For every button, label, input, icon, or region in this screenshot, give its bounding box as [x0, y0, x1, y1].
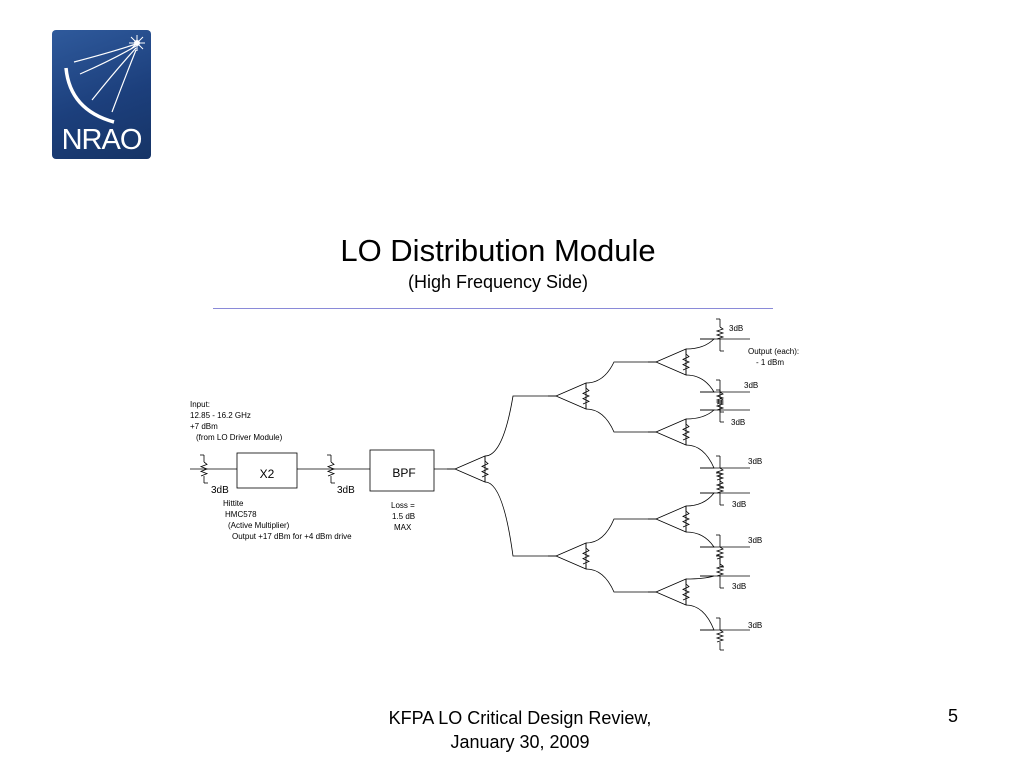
diagram-wiring [190, 318, 750, 651]
attenuator-label: 3dB [748, 621, 762, 630]
divider-output-lower [484, 481, 556, 557]
divider-isolation-resistor [481, 460, 489, 478]
multiplier-output: Output +17 dBm for +4 dBm drive [232, 532, 352, 541]
attenuator-label: 3dB [732, 500, 746, 509]
attenuator-label: 3dB [337, 485, 355, 496]
attenuator-label: 3dB [732, 582, 746, 591]
divider-isolation-resistor [682, 353, 690, 371]
logo-wordmark: NRAO [61, 124, 143, 156]
telescope-emblem-icon [64, 35, 145, 124]
divider-body [554, 382, 587, 410]
divider-output-lower [685, 604, 715, 631]
divider-output-upper [685, 492, 715, 507]
output-attenuator [715, 326, 725, 340]
title-divider [213, 308, 773, 309]
output-attenuator [715, 397, 725, 411]
output-attenuator [715, 546, 725, 560]
attenuator-label: 3dB [731, 418, 745, 427]
filter-label: BPF [392, 466, 415, 480]
divider-output-lower [585, 568, 656, 593]
divider-isolation-resistor [582, 387, 590, 405]
attenuator-resistor [326, 461, 336, 477]
divider-body [453, 455, 486, 483]
divider-output-upper [685, 338, 715, 350]
bandpass-filter-block [369, 449, 435, 492]
divider-output-upper [685, 575, 715, 580]
divider-output-upper [585, 518, 656, 544]
divider-body [654, 505, 687, 533]
divider-output-upper [685, 409, 716, 420]
footer-date: January 30, 2009 [450, 732, 590, 752]
divider-output-lower [685, 531, 715, 548]
divider-body [654, 348, 687, 376]
divider-isolation-resistor [682, 510, 690, 528]
divider-output-upper [585, 361, 656, 384]
divider-output-lower [585, 408, 656, 433]
divider-output-lower [685, 374, 715, 393]
attenuator-label: 3dB [748, 457, 762, 466]
input-source: (from LO Driver Module) [196, 433, 283, 442]
divider-body [554, 542, 587, 570]
multiplier-x2-block [236, 452, 298, 489]
footer-text: KFPA LO Critical Design Review, January … [300, 706, 740, 754]
attenuator-label: 3dB [729, 324, 743, 333]
attenuator-resistor [199, 461, 209, 477]
input-frequency: 12.85 - 16.2 GHz [190, 411, 251, 420]
page-number: 5 [948, 706, 959, 726]
filter-loss-label: Loss = [391, 501, 415, 510]
divider-output-lower [685, 444, 715, 469]
multiplier-vendor: Hittite [223, 499, 244, 508]
input-label: Input: [190, 400, 210, 409]
output-label: Output (each): [748, 347, 799, 356]
attenuator-label: 3dB [748, 536, 762, 545]
output-attenuator [715, 467, 725, 481]
multiplier-part: HMC578 [225, 510, 257, 519]
multiplier-type: (Active Multiplier) [228, 521, 290, 530]
divider-body [654, 418, 687, 446]
filter-loss-max: MAX [394, 523, 412, 532]
output-power: - 1 dBm [756, 358, 784, 367]
input-power: +7 dBm [190, 422, 218, 431]
filter-loss-value: 1.5 dB [392, 512, 415, 521]
multiplier-label: X2 [260, 467, 275, 481]
slide-title: LO Distribution Module [340, 233, 656, 268]
output-attenuator [715, 391, 725, 405]
output-attenuator [715, 563, 725, 577]
divider-isolation-resistor [582, 547, 590, 565]
divider-body [654, 578, 687, 606]
divider-isolation-resistor [682, 423, 690, 441]
divider-isolation-resistor [682, 583, 690, 601]
divider-output-upper [484, 395, 556, 457]
attenuator-label: 3dB [211, 485, 229, 496]
footer-event: KFPA LO Critical Design Review, [388, 708, 652, 728]
nrao-logo: NRAO [52, 30, 151, 159]
output-attenuator [715, 629, 725, 643]
attenuator-label: 3dB [744, 381, 758, 390]
output-attenuator [715, 480, 725, 494]
slide-subtitle: (High Frequency Side) [407, 272, 589, 292]
